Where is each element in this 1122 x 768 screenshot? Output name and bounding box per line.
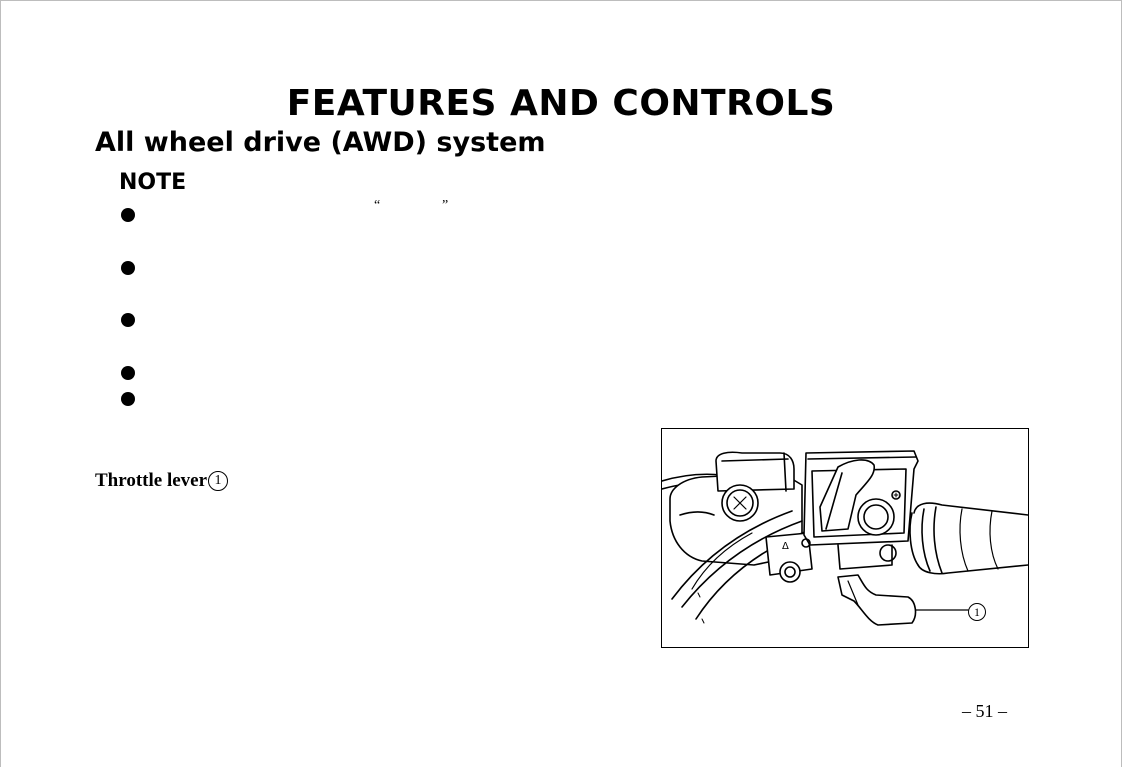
bullet-2 bbox=[121, 261, 135, 275]
figure-callout-number: 1 bbox=[968, 603, 986, 621]
bullet-1 bbox=[121, 208, 135, 222]
page-title: FEATURES AND CONTROLS bbox=[286, 83, 836, 124]
open-quote: “ bbox=[374, 198, 381, 213]
caption-marker: 1 bbox=[208, 471, 229, 491]
section-heading: All wheel drive (AWD) system bbox=[95, 127, 546, 158]
figure-caption: Throttle lever 1 bbox=[95, 470, 229, 492]
bullet-5 bbox=[121, 392, 135, 406]
note-heading: NOTE bbox=[119, 170, 187, 195]
caption-text: Throttle lever bbox=[95, 470, 208, 491]
bullet-4 bbox=[121, 366, 135, 380]
close-quote: ” bbox=[442, 198, 449, 213]
svg-text:Δ: Δ bbox=[782, 541, 789, 552]
handlebar-drawing-icon: Δ bbox=[662, 450, 1028, 626]
page-number: – 51 – bbox=[962, 701, 1007, 721]
throttle-lever-illustration: Δ bbox=[661, 428, 1029, 648]
bullet-3 bbox=[121, 313, 135, 327]
